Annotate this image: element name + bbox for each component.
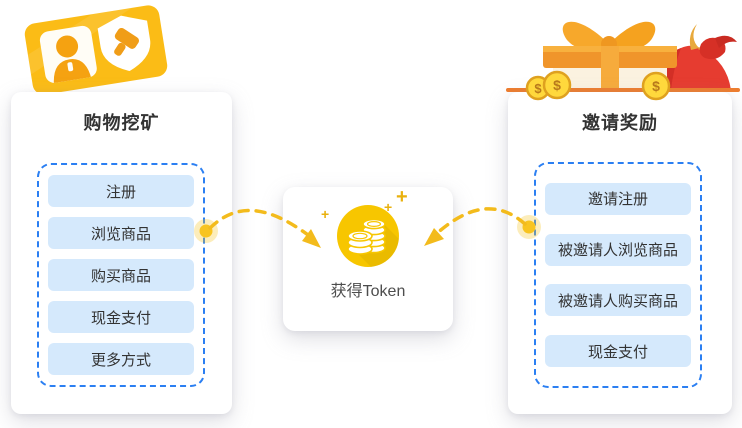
id-card-mining-icon (24, 5, 168, 95)
shopping-mining-steps-box: 注册 浏览商品 购买商品 现金支付 更多方式 (37, 163, 205, 387)
invite-reward-panel: 邀请奖励 邀请注册 被邀请人浏览商品 被邀请人购买商品 现金支付 (508, 92, 732, 414)
step-invite-register[interactable]: 邀请注册 (545, 182, 691, 215)
step-buy-products[interactable]: 购买商品 (48, 259, 194, 291)
step-invitee-buy[interactable]: 被邀请人购买商品 (545, 284, 691, 317)
gift-and-money-bag-illustration (506, 21, 740, 92)
step-browse-products[interactable]: 浏览商品 (48, 217, 194, 249)
shield-pickaxe-icon (97, 15, 151, 71)
plus-sparkle-icon: + (321, 206, 330, 222)
invite-reward-steps-box: 邀请注册 被邀请人浏览商品 被邀请人购买商品 现金支付 (534, 162, 702, 388)
step-invitee-browse[interactable]: 被邀请人浏览商品 (545, 233, 691, 266)
plus-sparkle-icon: + (396, 186, 408, 208)
step-invitee-cash-payment[interactable]: 现金支付 (545, 335, 691, 368)
shopping-mining-title: 购物挖矿 (83, 113, 160, 133)
step-more-ways[interactable]: 更多方式 (48, 343, 194, 375)
step-cash-payment[interactable]: 现金支付 (48, 301, 194, 333)
step-register[interactable]: 注册 (48, 175, 194, 207)
coin-stack-front (347, 230, 373, 255)
svg-text:$: $ (553, 77, 561, 93)
gift-box-icon (543, 21, 677, 92)
person-icon (53, 35, 92, 85)
token-card: 获得Token (283, 187, 453, 331)
token-label: 获得Token (330, 283, 406, 300)
money-bag-icon (653, 24, 737, 90)
plus-sparkle-icon: + (384, 199, 393, 215)
invite-reward-title: 邀请奖励 (582, 113, 658, 133)
shopping-mining-panel: 购物挖矿 注册 浏览商品 购买商品 现金支付 更多方式 (11, 92, 232, 414)
coin-stack-icon (337, 205, 399, 267)
